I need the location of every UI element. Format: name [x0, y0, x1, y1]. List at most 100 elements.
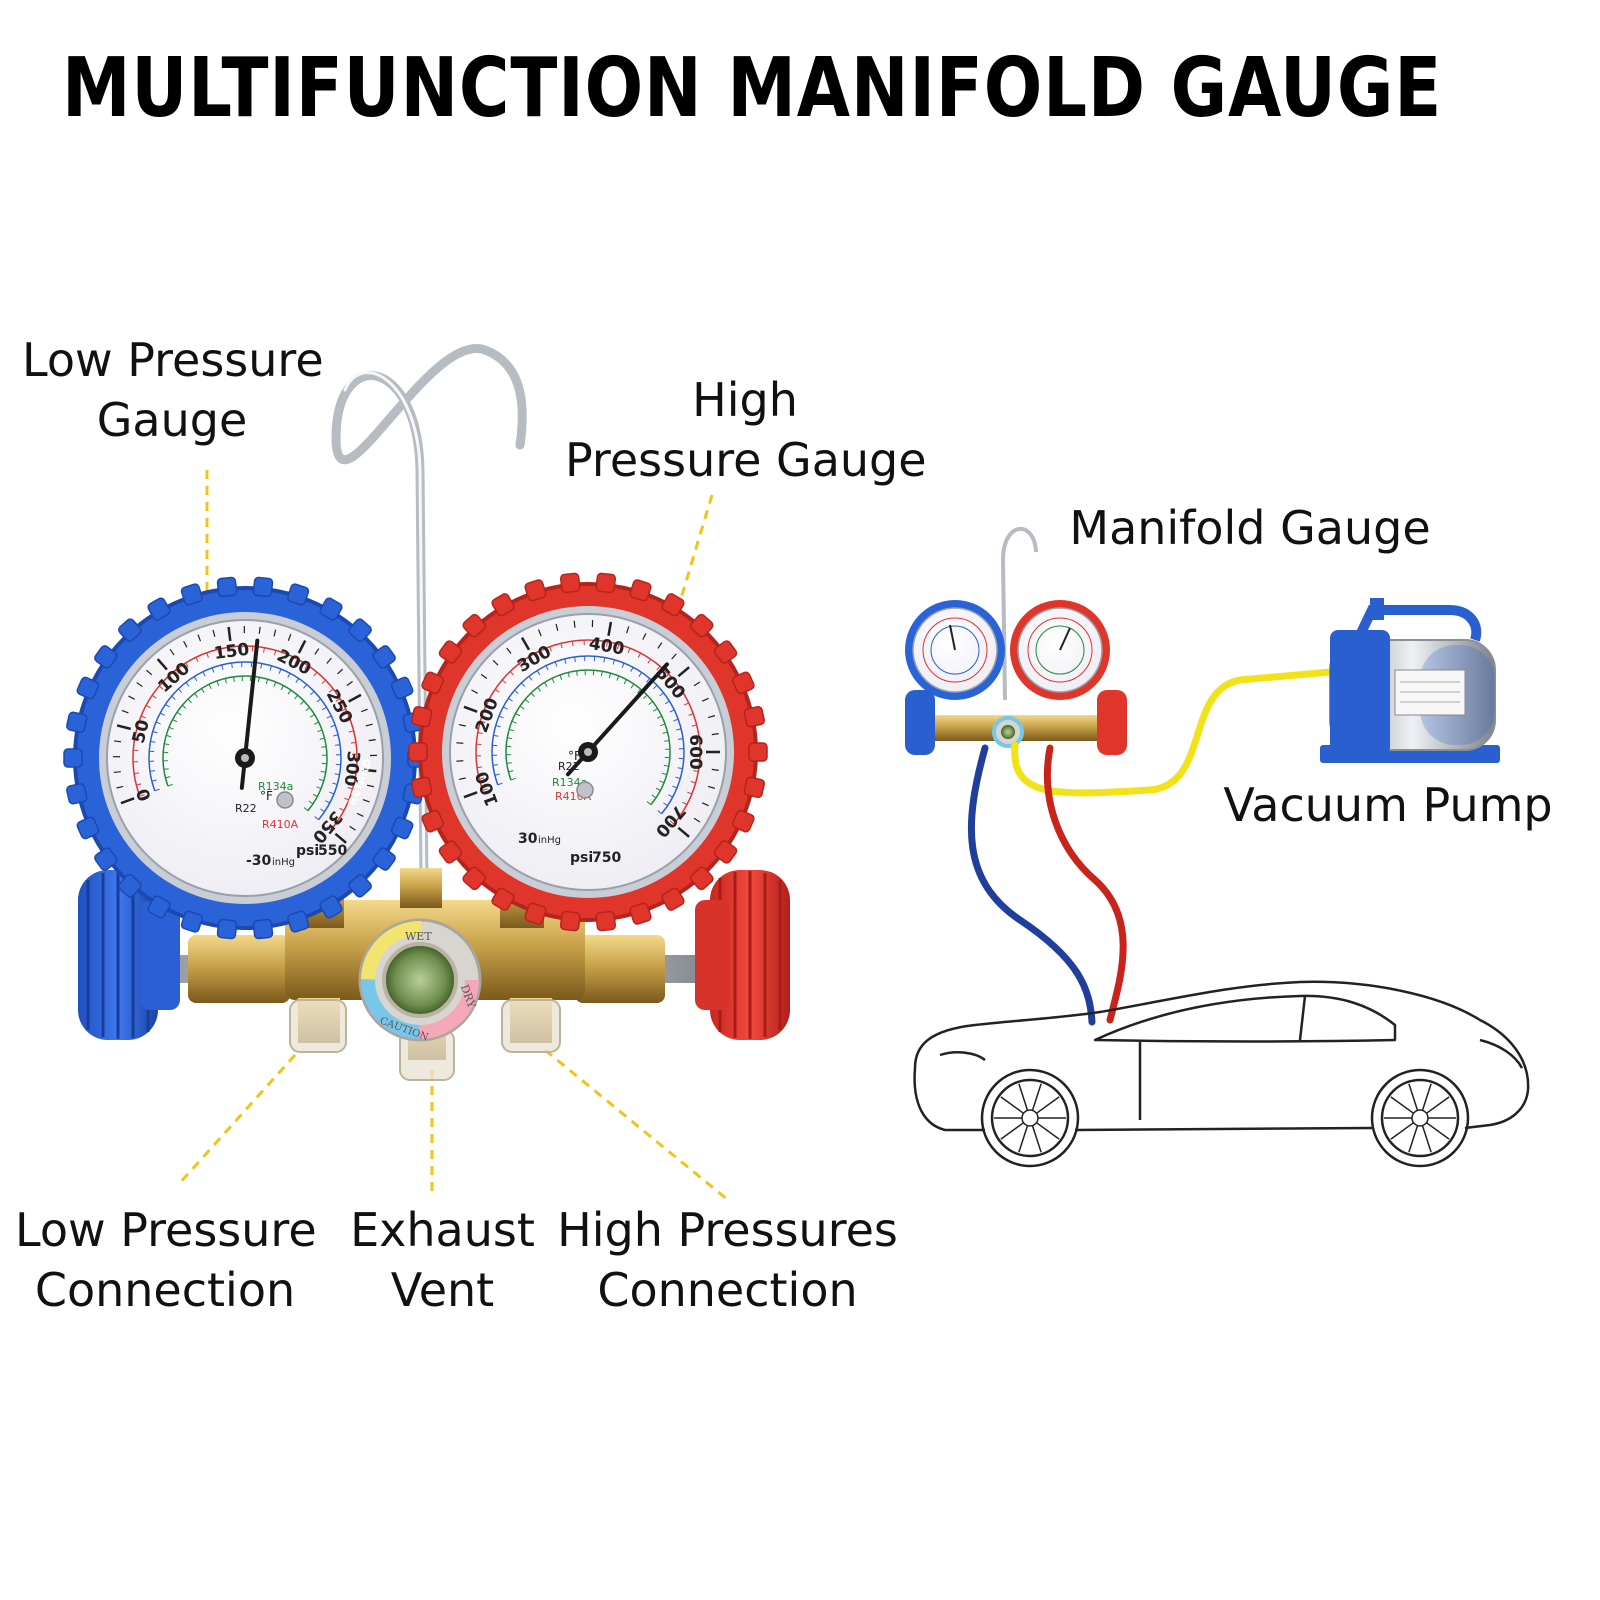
high-gauge-minor-tick [659, 692, 664, 697]
high-gauge-minor-tick [519, 705, 525, 710]
high-gauge-minor-tick [656, 665, 661, 671]
low-gauge-tick [337, 668, 344, 675]
high-gauge-tick [463, 705, 478, 713]
callout-low-pressure-connection: Low Pressure Connection [15, 1200, 317, 1320]
high-gauge-minor-tick [506, 762, 512, 764]
low-gauge-minor-tick [202, 671, 206, 677]
low-gauge-minor-tick [294, 658, 299, 664]
low-gauge-minor-tick [134, 772, 140, 775]
wheel-spoke [1031, 1125, 1042, 1153]
callout-low-pressure-connection-line-1: Low Pressure [15, 1203, 317, 1257]
sight-glass: WET DRY CAUTION [358, 918, 482, 1043]
callout-line-high-gauge [674, 494, 714, 616]
low-gauge-minor-tick [168, 726, 174, 730]
low-gauge-minor-tick [150, 740, 156, 743]
low-gauge-tooth [216, 918, 238, 940]
low-gauge-tick [121, 709, 129, 714]
high-gauge-minor-tick [660, 723, 666, 727]
low-gauge-tooth [372, 847, 396, 871]
low-gauge-vacuum-unit: inHg [272, 857, 295, 868]
callout-high-pressure-gauge-line-2: Pressure Gauge [565, 433, 927, 487]
wheel-spoke [1390, 1096, 1414, 1114]
low-gauge-max: 550 [318, 843, 347, 859]
low-gauge-tooth [180, 583, 203, 606]
low-gauge-tick [136, 682, 143, 688]
low-gauge-tooth [252, 918, 274, 940]
low-gauge-minor-tick [263, 647, 265, 653]
high-gauge-tooth [595, 910, 617, 932]
callout-exhaust-vent-line-2: Vent [390, 1263, 495, 1317]
callout-high-pressure-gauge: High Pressure Gauge [565, 370, 927, 490]
low-gauge-minor-tick [139, 794, 145, 797]
wheel-spoke [1426, 1096, 1450, 1114]
low-gauge-minor-tick [295, 678, 300, 683]
high-gauge-minor-tick [621, 662, 625, 668]
low-gauge-minor-tick [348, 730, 354, 733]
high-gauge-tick [711, 768, 719, 771]
high-gauge-minor-tick [508, 697, 513, 702]
high-gauge-tick [626, 626, 630, 634]
high-gauge-minor-tick [672, 682, 677, 687]
low-gauge-tick [212, 629, 216, 637]
low-gauge-tooth [180, 910, 203, 933]
low-gauge-minor-tick [350, 776, 356, 778]
callout-vacuum-pump: Vacuum Pump [1218, 775, 1558, 835]
high-gauge-minor-tick [678, 692, 684, 696]
high-gauge-minor-tick [691, 724, 697, 727]
high-gauge-minor-tick [530, 692, 535, 697]
low-gauge-minor-tick [163, 768, 169, 770]
low-gauge-tick [156, 658, 168, 671]
high-gauge-minor-tick [672, 785, 678, 789]
low-gauge-tooth [118, 618, 142, 642]
low-gauge-tooth [390, 676, 414, 700]
high-gauge-minor-tick [688, 713, 694, 716]
high-valve-knob [695, 870, 790, 1040]
high-gauge-tooth [421, 671, 445, 695]
high-gauge-vacuum: 30 [518, 831, 538, 847]
low-gauge-tooth [66, 711, 88, 733]
high-gauge-tooth [661, 887, 685, 911]
low-gauge-minor-tick [350, 741, 356, 744]
high-gauge-minor-tick [509, 728, 515, 732]
low-gauge-minor-tick [340, 708, 346, 712]
high-gauge-minor-tick [646, 801, 652, 806]
low-gauge-needle-pin [241, 754, 249, 762]
high-gauge-minor-tick [528, 676, 533, 681]
high-gauge-minor-tick [600, 671, 603, 677]
wheel-hub [1021, 1109, 1039, 1127]
high-gauge-minor-tick [549, 646, 552, 652]
high-gauge-minor-tick [479, 777, 485, 780]
high-gauge-tooth [731, 809, 755, 833]
low-gauge-minor-tick [303, 684, 308, 689]
low-gauge-minor-tick [332, 782, 338, 785]
low-gauge-tick [368, 739, 376, 742]
low-gauge-tooth [76, 676, 100, 700]
low-gauge-minor-tick [224, 678, 227, 684]
low-gauge-minor-tick [317, 729, 323, 733]
callout-lines [176, 470, 729, 1202]
low-gauge-tick [120, 797, 135, 805]
low-gauge-minor-tick [216, 680, 220, 686]
low-gauge-tick [326, 657, 332, 664]
low-gauge-minor-tick [140, 715, 146, 719]
high-gauge-minor-tick [537, 687, 541, 692]
high-gauge-tooth [629, 902, 652, 925]
low-gauge-tooth [319, 597, 343, 621]
high-gauge-minor-tick [617, 644, 620, 650]
high-gauge-minor-tick [669, 709, 675, 713]
callout-high-pressure-gauge-line-1: High [692, 373, 798, 427]
low-gauge-minor-tick [166, 734, 172, 738]
low-gauge-minor-tick [194, 693, 198, 698]
high-gauge-minor-tick [664, 740, 670, 742]
wheel-spoke [1421, 1083, 1432, 1111]
low-gauge-minor-tick [265, 679, 269, 685]
low-gauge-tooth [319, 895, 343, 919]
high-gauge-tooth [748, 742, 768, 762]
wheel-spoke [1036, 1122, 1060, 1140]
high-gauge-minor-tick [545, 665, 549, 671]
wheel-spoke [1018, 1083, 1029, 1111]
high-gauge-minor-tick [663, 764, 669, 767]
hose-yellow [1011, 668, 1334, 797]
high-gauge-minor-tick [657, 810, 662, 815]
